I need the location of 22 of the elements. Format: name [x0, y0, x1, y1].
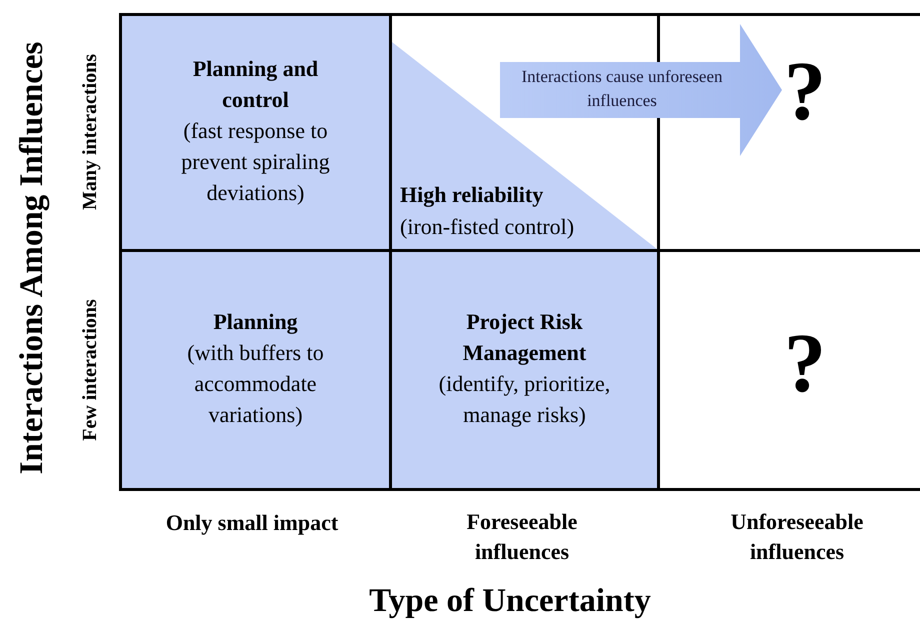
row-label: Few interactions [78, 299, 102, 441]
axis-title: Type of Uncertainty [369, 583, 651, 619]
axis-title: Interactions Among Influences [14, 42, 50, 474]
cell-description: (fast response to prevent spiraling deviations) [180, 117, 331, 207]
column-label: Foreseeable influences [466, 508, 578, 566]
matrix-cell [119, 13, 392, 252]
cell-heading: Planning [212, 308, 299, 336]
cell-heading: Planning and control [192, 55, 320, 114]
question-mark: ? [784, 322, 826, 406]
question-mark: ? [784, 50, 826, 134]
row-label: Many interactions [78, 54, 102, 210]
cell-description: (with buffers to accommodate variations) [186, 339, 325, 429]
column-label: Only small impact [164, 509, 340, 537]
cell-heading: High reliability [400, 181, 544, 209]
cell-description: (identify, prioritize, manage risks) [438, 370, 612, 429]
column-label: Unforeseeable influences [730, 508, 864, 566]
cell-heading: Project Risk Management [462, 308, 588, 367]
matrix-cell [119, 249, 392, 491]
arrow-text: Interactions cause unforeseen influences [520, 66, 724, 112]
block-arrow [500, 24, 782, 156]
matrix-cell [389, 249, 660, 491]
cell-description: (iron-fisted control) [400, 213, 574, 241]
